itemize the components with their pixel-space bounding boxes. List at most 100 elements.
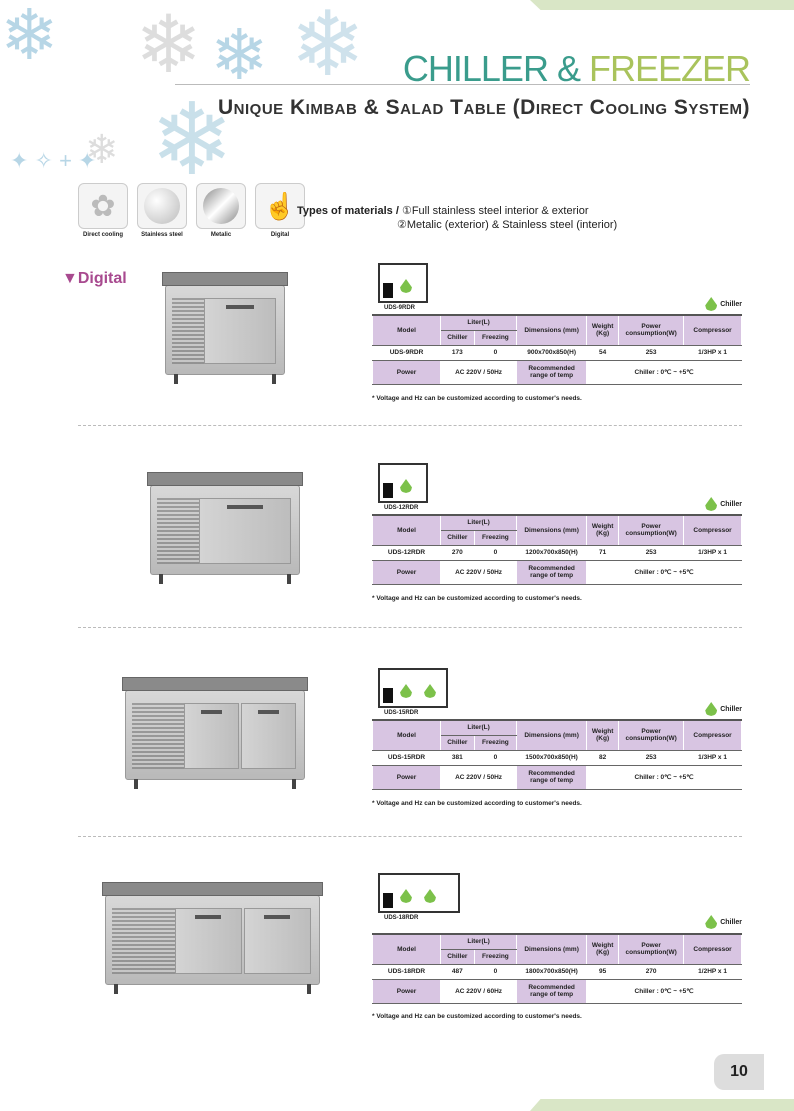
header-power: Power bbox=[372, 978, 441, 1004]
chiller-drop-icon bbox=[400, 684, 412, 698]
snowflake-icon: ❄ bbox=[290, 0, 366, 95]
feature-label: Digital bbox=[270, 232, 290, 238]
header-chiller: Chiller bbox=[440, 329, 475, 346]
door bbox=[183, 703, 239, 769]
header-chiller: Chiller bbox=[440, 948, 475, 965]
header-freezing: Freezing bbox=[473, 329, 518, 346]
diagram-label: UDS-12RDR bbox=[384, 505, 419, 511]
header-freezing: Freezing bbox=[473, 948, 518, 965]
product-image bbox=[162, 272, 288, 384]
chiller-legend: Chiller bbox=[705, 497, 742, 511]
door bbox=[199, 498, 291, 564]
feature-label: Metalic bbox=[210, 232, 232, 238]
section-divider bbox=[78, 627, 742, 628]
header-power-consumption: Power consumption(W) bbox=[618, 719, 685, 751]
materials-label: Types of materials / bbox=[297, 205, 399, 217]
chiller-drop-icon bbox=[400, 279, 412, 293]
header-liter: Liter(L) bbox=[439, 719, 518, 736]
header-freezing: Freezing bbox=[473, 734, 518, 751]
feature-label: Direct cooling bbox=[82, 232, 123, 238]
header-weight: Weight (Kg) bbox=[586, 933, 620, 965]
chiller-drop-icon bbox=[400, 889, 412, 903]
cell-freezing: 0 bbox=[473, 749, 518, 766]
cell-freezing: 0 bbox=[473, 344, 518, 361]
snowflake-icon: ✿ bbox=[90, 189, 116, 223]
header-compressor: Compressor bbox=[683, 514, 742, 546]
customization-note: * Voltage and Hz can be customized accor… bbox=[372, 800, 582, 807]
chiller-drop-icon bbox=[424, 684, 436, 698]
header-compressor: Compressor bbox=[683, 933, 742, 965]
cell-compressor: 1/2HP x 1 bbox=[683, 963, 742, 980]
top-decor-bar bbox=[530, 0, 794, 10]
product-diagram bbox=[378, 668, 448, 708]
material-option-2: ②Metalic (exterior) & Stainless steel (i… bbox=[397, 219, 618, 231]
chiller-legend: Chiller bbox=[705, 915, 742, 929]
diagram-label: UDS-9RDR bbox=[384, 305, 416, 311]
cell-power: AC 220V / 60Hz bbox=[439, 978, 518, 1004]
customization-note: * Voltage and Hz can be customized accor… bbox=[372, 395, 582, 402]
header-power: Power bbox=[372, 559, 441, 585]
chiller-drop-icon bbox=[705, 497, 718, 511]
cell-power: AC 220V / 50Hz bbox=[439, 559, 518, 585]
header-liter: Liter(L) bbox=[439, 514, 518, 531]
cell-power-consumption: 253 bbox=[618, 544, 685, 561]
feature-metalic: Metalic bbox=[196, 183, 246, 238]
cell-weight: 82 bbox=[586, 749, 620, 766]
snowflake-icon: ❄ bbox=[210, 16, 269, 94]
header-liter: Liter(L) bbox=[439, 933, 518, 950]
diagram-label: UDS-15RDR bbox=[384, 710, 419, 716]
cell-chiller: 381 bbox=[440, 749, 475, 766]
door-handle bbox=[226, 305, 255, 309]
feature-icons: ✿Direct cooling Stainless steel Metalic … bbox=[78, 183, 305, 238]
header-chiller: Chiller bbox=[440, 734, 475, 751]
cell-dimensions: 1200x700x850(H) bbox=[516, 544, 588, 561]
product-image bbox=[147, 472, 303, 584]
door bbox=[174, 908, 242, 974]
cell-temp-range: Chiller : 0℃ ~ +5℃ bbox=[586, 559, 742, 585]
header-dimensions: Dimensions (mm) bbox=[516, 314, 588, 346]
section-divider bbox=[78, 425, 742, 426]
customization-note: * Voltage and Hz can be customized accor… bbox=[372, 595, 582, 602]
product-diagram bbox=[378, 263, 428, 303]
header-recommended-temp: Recommended range of temp bbox=[516, 359, 588, 385]
cell-chiller: 173 bbox=[440, 344, 475, 361]
header-power-consumption: Power consumption(W) bbox=[618, 314, 685, 346]
sparkle-icon: ✦ ✧ + ✦ bbox=[10, 148, 97, 173]
cell-chiller: 487 bbox=[440, 963, 475, 980]
cell-power: AC 220V / 50Hz bbox=[439, 359, 518, 385]
digital-touch-icon: ☝ bbox=[263, 190, 297, 221]
cell-temp-range: Chiller : 0℃ ~ +5℃ bbox=[586, 764, 742, 790]
door bbox=[240, 703, 296, 769]
header-power: Power bbox=[372, 359, 441, 385]
cell-freezing: 0 bbox=[473, 963, 518, 980]
feature-label: Stainless steel bbox=[141, 232, 183, 238]
chiller-drop-icon bbox=[400, 479, 412, 493]
bottom-decor-bar bbox=[530, 1099, 794, 1111]
header-recommended-temp: Recommended range of temp bbox=[516, 978, 588, 1004]
chiller-drop-icon bbox=[705, 702, 718, 716]
header-dimensions: Dimensions (mm) bbox=[516, 719, 588, 751]
feature-direct-cooling: ✿ Direct cooling bbox=[78, 183, 128, 238]
cell-weight: 71 bbox=[586, 544, 620, 561]
title-divider bbox=[175, 84, 750, 85]
header-liter: Liter(L) bbox=[439, 314, 518, 331]
header-chiller: Chiller bbox=[440, 529, 475, 546]
page-number: 10 bbox=[714, 1054, 764, 1090]
header-weight: Weight (Kg) bbox=[586, 314, 620, 346]
metalic-icon bbox=[203, 188, 239, 224]
header-dimensions: Dimensions (mm) bbox=[516, 514, 588, 546]
header-compressor: Compressor bbox=[683, 719, 742, 751]
page-subtitle: Unique Kimbab & Salad Table (Direct Cool… bbox=[218, 96, 750, 119]
cell-chiller: 270 bbox=[440, 544, 475, 561]
cell-weight: 95 bbox=[586, 963, 620, 980]
material-option-1: ①Full stainless steel interior & exterio… bbox=[401, 205, 589, 217]
cell-model: UDS-15RDR bbox=[372, 749, 441, 766]
